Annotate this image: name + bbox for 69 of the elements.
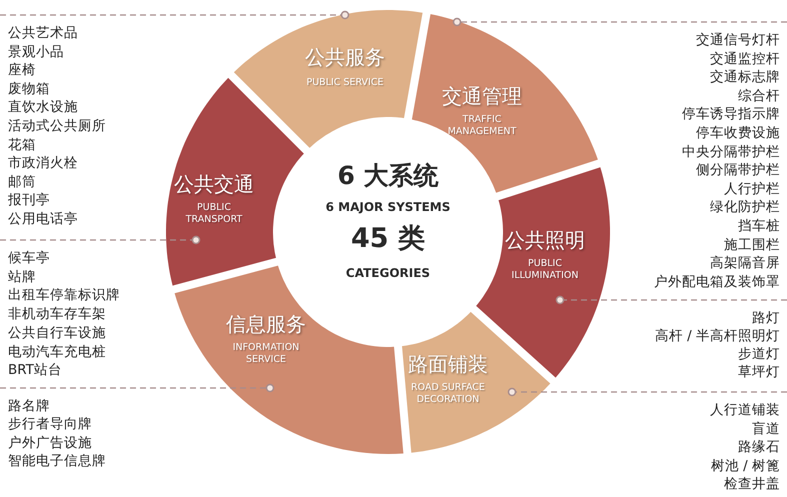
- list-item: 公共自行车设施: [8, 324, 106, 343]
- list-item: 盲道: [752, 420, 780, 438]
- list-item: 挡车桩: [738, 216, 780, 236]
- leader-line: [556, 296, 787, 304]
- list-item: 高杆 / 半高杆照明灯: [654, 327, 780, 345]
- leader-line: [452, 18, 787, 26]
- list-item: 绿化防护栏: [710, 198, 780, 217]
- leader-line: [0, 384, 274, 392]
- list-item: 施工围栏: [724, 236, 780, 254]
- segment-title: 公共交通: [174, 172, 254, 196]
- list-item: 交通信号灯杆: [696, 31, 780, 50]
- list-item: 废物箱: [8, 80, 50, 98]
- segment-title: 公共照明: [505, 228, 585, 252]
- segment-subtitle: PUBLIC ILLUMINATION: [510, 258, 580, 282]
- segment-subtitle: PUBLIC SERVICE: [306, 77, 384, 89]
- segment-title: 路面铺装: [408, 352, 488, 376]
- list-item: 路灯: [752, 309, 780, 327]
- donut-segment: [402, 311, 551, 453]
- list-item: 侧分隔带护栏: [696, 161, 780, 180]
- list-item: 出租车停靠标识牌: [8, 286, 120, 306]
- leader-line: [508, 388, 787, 396]
- list-item: 路缘石: [738, 438, 780, 456]
- list-item: 市政消火栓: [8, 154, 78, 173]
- list-item: 户外配电箱及装饰罩: [654, 272, 780, 292]
- list-item: 电动汽车充电桩: [8, 342, 106, 362]
- list-item: 候车亭: [8, 249, 50, 268]
- list-item: 中央分隔带护栏: [682, 142, 780, 162]
- list-item: 景观小品: [8, 42, 64, 62]
- list-item: 停车收费设施: [696, 124, 780, 143]
- list-item: 人行护栏: [724, 180, 780, 198]
- segment-subtitle: PUBLIC TRANSPORT: [184, 202, 244, 226]
- list-item: 智能电子信息牌: [8, 452, 106, 470]
- leader-line: [0, 236, 200, 244]
- list-item: 座椅: [8, 61, 36, 80]
- list-item: 非机动车存车架: [8, 305, 106, 324]
- list-item: 人行道铺装: [710, 401, 780, 420]
- list-item: 综合杆: [738, 86, 780, 106]
- center-subheading: 6 MAJOR SYSTEMS: [326, 199, 450, 215]
- list-item: BRT站台: [8, 361, 62, 380]
- center-heading: 45 类: [351, 223, 425, 254]
- list-item: 高架隔音屏: [710, 254, 780, 273]
- list-item: 公用电话亭: [8, 210, 78, 229]
- list-item: 户外广告设施: [8, 434, 92, 452]
- list-item: 路名牌: [8, 397, 50, 416]
- list-item: 报刊亭: [8, 191, 50, 210]
- list-item: 交通监控杆: [710, 50, 780, 68]
- list-item: 草坪灯: [738, 363, 780, 381]
- center-heading: 6 大系统: [337, 161, 439, 190]
- list-item: 邮筒: [8, 172, 36, 192]
- list-item: 树池 / 树篦: [710, 456, 780, 475]
- segment-title: 公共服务: [305, 45, 385, 69]
- list-item: 活动式公共厕所: [8, 116, 106, 136]
- list-item: 检查井盖: [724, 475, 780, 494]
- segment-subtitle: TRAFFIC MANAGEMENT: [446, 114, 518, 138]
- center-subheading: CATEGORIES: [346, 265, 430, 281]
- segment-subtitle: INFORMATION SERVICE: [232, 342, 300, 366]
- list-item: 步道灯: [738, 345, 780, 363]
- segment-subtitle: ROAD SURFACE DECORATION: [410, 382, 486, 406]
- list-item: 直饮水设施: [8, 98, 78, 117]
- list-item: 公共艺术品: [8, 24, 78, 43]
- list-item: 花箱: [8, 136, 36, 154]
- donut-segment: [166, 77, 304, 286]
- list-item: 交通标志牌: [710, 68, 780, 87]
- segment-title: 交通管理: [442, 84, 522, 108]
- list-item: 站牌: [8, 268, 36, 286]
- list-item: 停车诱导指示牌: [682, 105, 780, 124]
- leader-line: [0, 10, 350, 20]
- segment-title: 信息服务: [226, 312, 306, 336]
- list-item: 步行者导向牌: [8, 415, 92, 434]
